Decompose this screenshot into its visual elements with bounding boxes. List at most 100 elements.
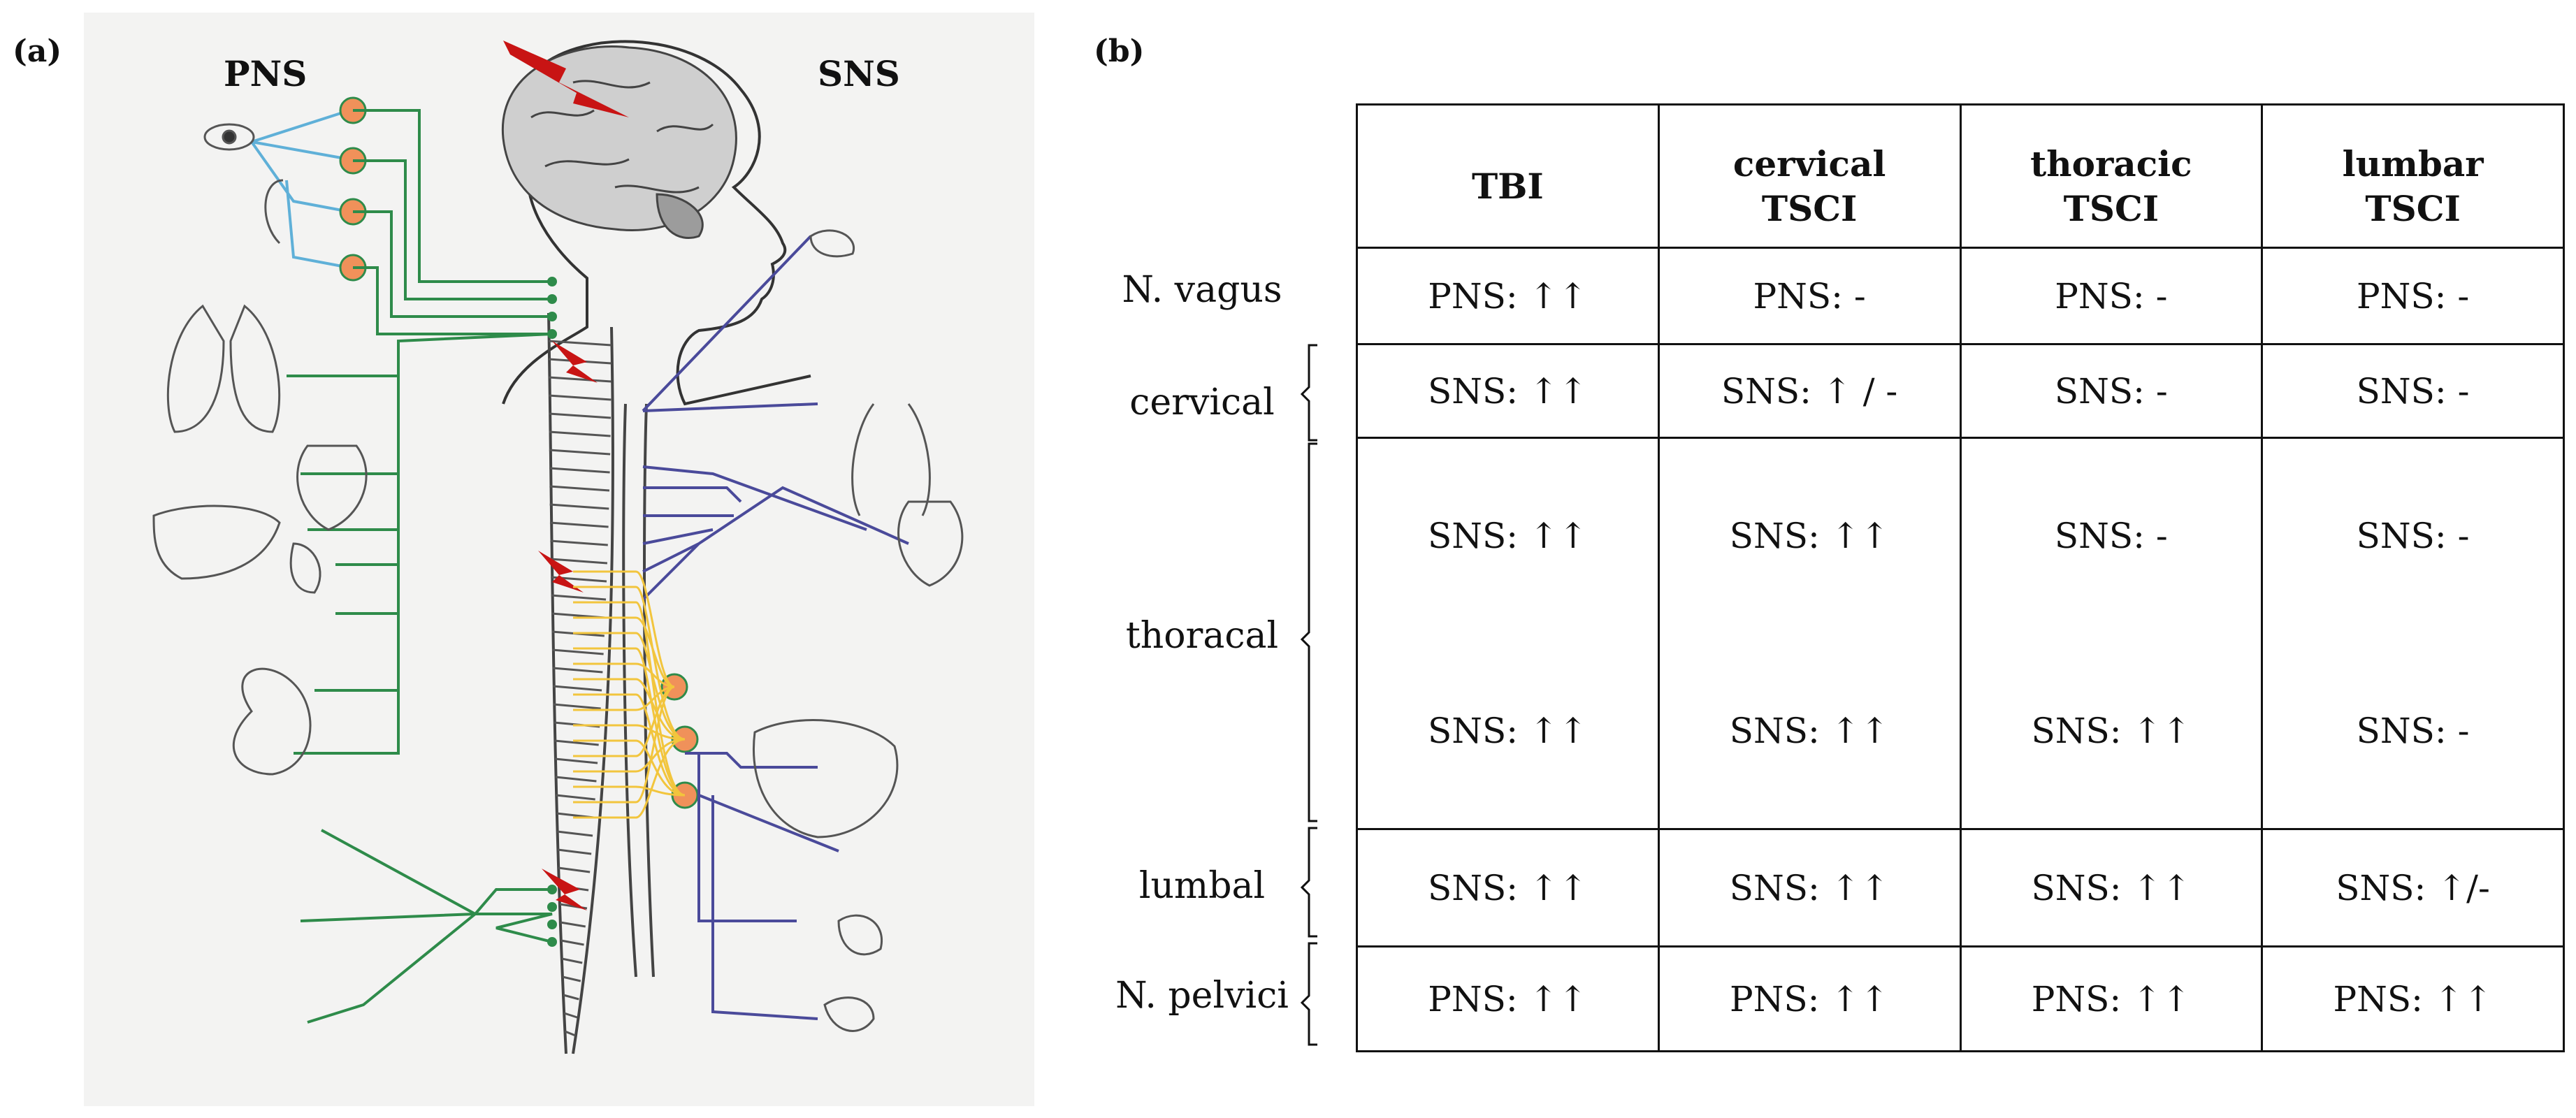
brain-icon bbox=[501, 45, 737, 239]
spinal-segment-line bbox=[550, 539, 608, 546]
spinal-segment-line bbox=[561, 957, 583, 964]
liver-icon bbox=[152, 504, 281, 580]
spinal-segment-line bbox=[554, 739, 599, 746]
sns-fiber-line bbox=[573, 785, 686, 797]
spinal-segment-line bbox=[549, 430, 611, 437]
row-label-cervical: cervical bbox=[1129, 382, 1275, 423]
spinal-segment-line bbox=[553, 685, 602, 692]
eye-icon-right bbox=[809, 229, 855, 258]
table-cell: SNS: ↑↑ bbox=[1657, 828, 1962, 948]
table-cell: PNS: - bbox=[2261, 247, 2565, 345]
spinal-segment-line bbox=[557, 848, 592, 855]
brace-lumbal bbox=[1300, 827, 1317, 938]
nervous-system-illustration: PNS SNS bbox=[84, 13, 1034, 1106]
panel-a-label: (a) bbox=[13, 34, 62, 69]
heart-icon bbox=[296, 444, 368, 531]
spinal-segment-line bbox=[549, 394, 612, 401]
spinal-segment-line bbox=[553, 703, 601, 710]
brace-thoracal bbox=[1300, 442, 1317, 822]
spinal-segment-line bbox=[563, 994, 579, 1001]
sns-title: SNS bbox=[818, 53, 900, 94]
brace-cervical bbox=[1300, 344, 1317, 442]
cell-bottom: SNS: ↑↑ bbox=[2031, 710, 2192, 751]
spinal-segment-line bbox=[551, 594, 607, 601]
bladder-icon-right bbox=[837, 914, 883, 956]
ear-icon bbox=[264, 179, 284, 245]
table-row-vagus: PNS: ↑↑ PNS: - PNS: - PNS: - bbox=[1356, 247, 2565, 345]
spinal-segment-line bbox=[549, 485, 610, 492]
heart-icon-right bbox=[897, 500, 964, 587]
row-label-lumbal: lumbal bbox=[1138, 865, 1266, 907]
table-row-cervical: SNS: ↑↑ SNS: ↑ / - SNS: - SNS: - bbox=[1356, 343, 2565, 439]
table-cell: PNS: - bbox=[1959, 247, 2264, 345]
spinal-segment-line bbox=[558, 866, 591, 873]
sns-fiber-line bbox=[573, 616, 675, 688]
stomach-icon bbox=[289, 542, 321, 594]
eye-icon bbox=[203, 123, 255, 151]
spinal-segment-line bbox=[556, 794, 595, 801]
illustration-canvas bbox=[152, 40, 964, 1054]
cell-bottom: SNS: ↑↑ bbox=[1729, 710, 1890, 751]
row-braces bbox=[1300, 344, 1317, 1046]
spinal-segment-line bbox=[564, 1030, 576, 1037]
sns-fiber-line bbox=[573, 586, 686, 741]
spinal-segment-line bbox=[560, 939, 584, 946]
sns-fiber-line bbox=[573, 632, 686, 741]
row-label-pelvici: N. pelvici bbox=[1115, 975, 1289, 1017]
table-cell: SNS: ↑↑ bbox=[1959, 828, 2264, 948]
sns-fiber-line bbox=[573, 685, 675, 757]
sns-fiber-line bbox=[573, 678, 686, 741]
table-row-lumbal: SNS: ↑↑ SNS: ↑↑ SNS: ↑↑ SNS: ↑/- bbox=[1356, 828, 2565, 948]
intestine-icon bbox=[232, 667, 312, 776]
spinal-segment-line bbox=[549, 521, 609, 528]
spinal-cord bbox=[547, 312, 614, 1054]
table-cell: SNS: - bbox=[2261, 343, 2565, 439]
spinal-segment-line bbox=[549, 449, 611, 456]
spinal-segment-line bbox=[549, 503, 609, 510]
organ-outlines bbox=[152, 123, 964, 1032]
sns-fiber-line bbox=[573, 724, 686, 741]
lungs-icon-right bbox=[851, 403, 931, 516]
sns-fiber-line bbox=[573, 662, 675, 688]
table-cell: PNS: - bbox=[1657, 247, 1962, 345]
row-label-vagus: N. vagus bbox=[1122, 269, 1282, 311]
spinal-segment-line bbox=[562, 975, 581, 982]
uterus-icon-right bbox=[823, 996, 875, 1032]
brace-pelvici bbox=[1300, 942, 1317, 1046]
table-cell: SNS: ↑↑ bbox=[1356, 828, 1660, 948]
spinal-segment-line bbox=[550, 558, 608, 565]
spinal-segment-line bbox=[555, 776, 597, 783]
table-cell: SNS: ↑/- bbox=[2261, 828, 2565, 948]
row-label-thoracal: thoracal bbox=[1125, 615, 1279, 657]
table-cell: SNS: ↑↑ bbox=[1356, 343, 1660, 439]
spinal-segment-line bbox=[549, 412, 612, 419]
injury-bolt-icons bbox=[503, 41, 629, 910]
spinal-segment-line bbox=[548, 340, 612, 347]
table-cell: SNS: -SNS: ↑↑ bbox=[1959, 437, 2264, 830]
table-cell: PNS: ↑↑ bbox=[2261, 945, 2565, 1052]
sns-fiber-line bbox=[573, 738, 686, 773]
sns-fiber-line bbox=[573, 647, 686, 797]
spinal-segment-line bbox=[552, 648, 604, 655]
spinal-segments bbox=[548, 340, 612, 1037]
cell-bottom: SNS: ↑↑ bbox=[1427, 710, 1588, 751]
spinal-segment-line bbox=[560, 921, 586, 928]
table-row-thoracal: SNS: ↑↑SNS: ↑↑ SNS: ↑↑SNS: ↑↑ SNS: -SNS:… bbox=[1356, 437, 2565, 830]
sns-fiber-line bbox=[573, 739, 686, 797]
table-cell: PNS: ↑↑ bbox=[1356, 247, 1660, 345]
pns-endpoints bbox=[547, 277, 557, 947]
lungs-icon bbox=[166, 304, 281, 433]
table-cell: SNS: - bbox=[1959, 343, 2264, 439]
spinal-segment-line bbox=[549, 376, 612, 383]
table-cell: PNS: ↑↑ bbox=[1657, 945, 1962, 1052]
table-cell: PNS: ↑↑ bbox=[1959, 945, 2264, 1052]
cell-bottom: SNS: - bbox=[2356, 710, 2470, 751]
sns-fiber-line bbox=[573, 570, 675, 688]
table-cell: PNS: ↑↑ bbox=[1356, 945, 1660, 1052]
table-cell: SNS: ↑ / - bbox=[1657, 343, 1962, 439]
